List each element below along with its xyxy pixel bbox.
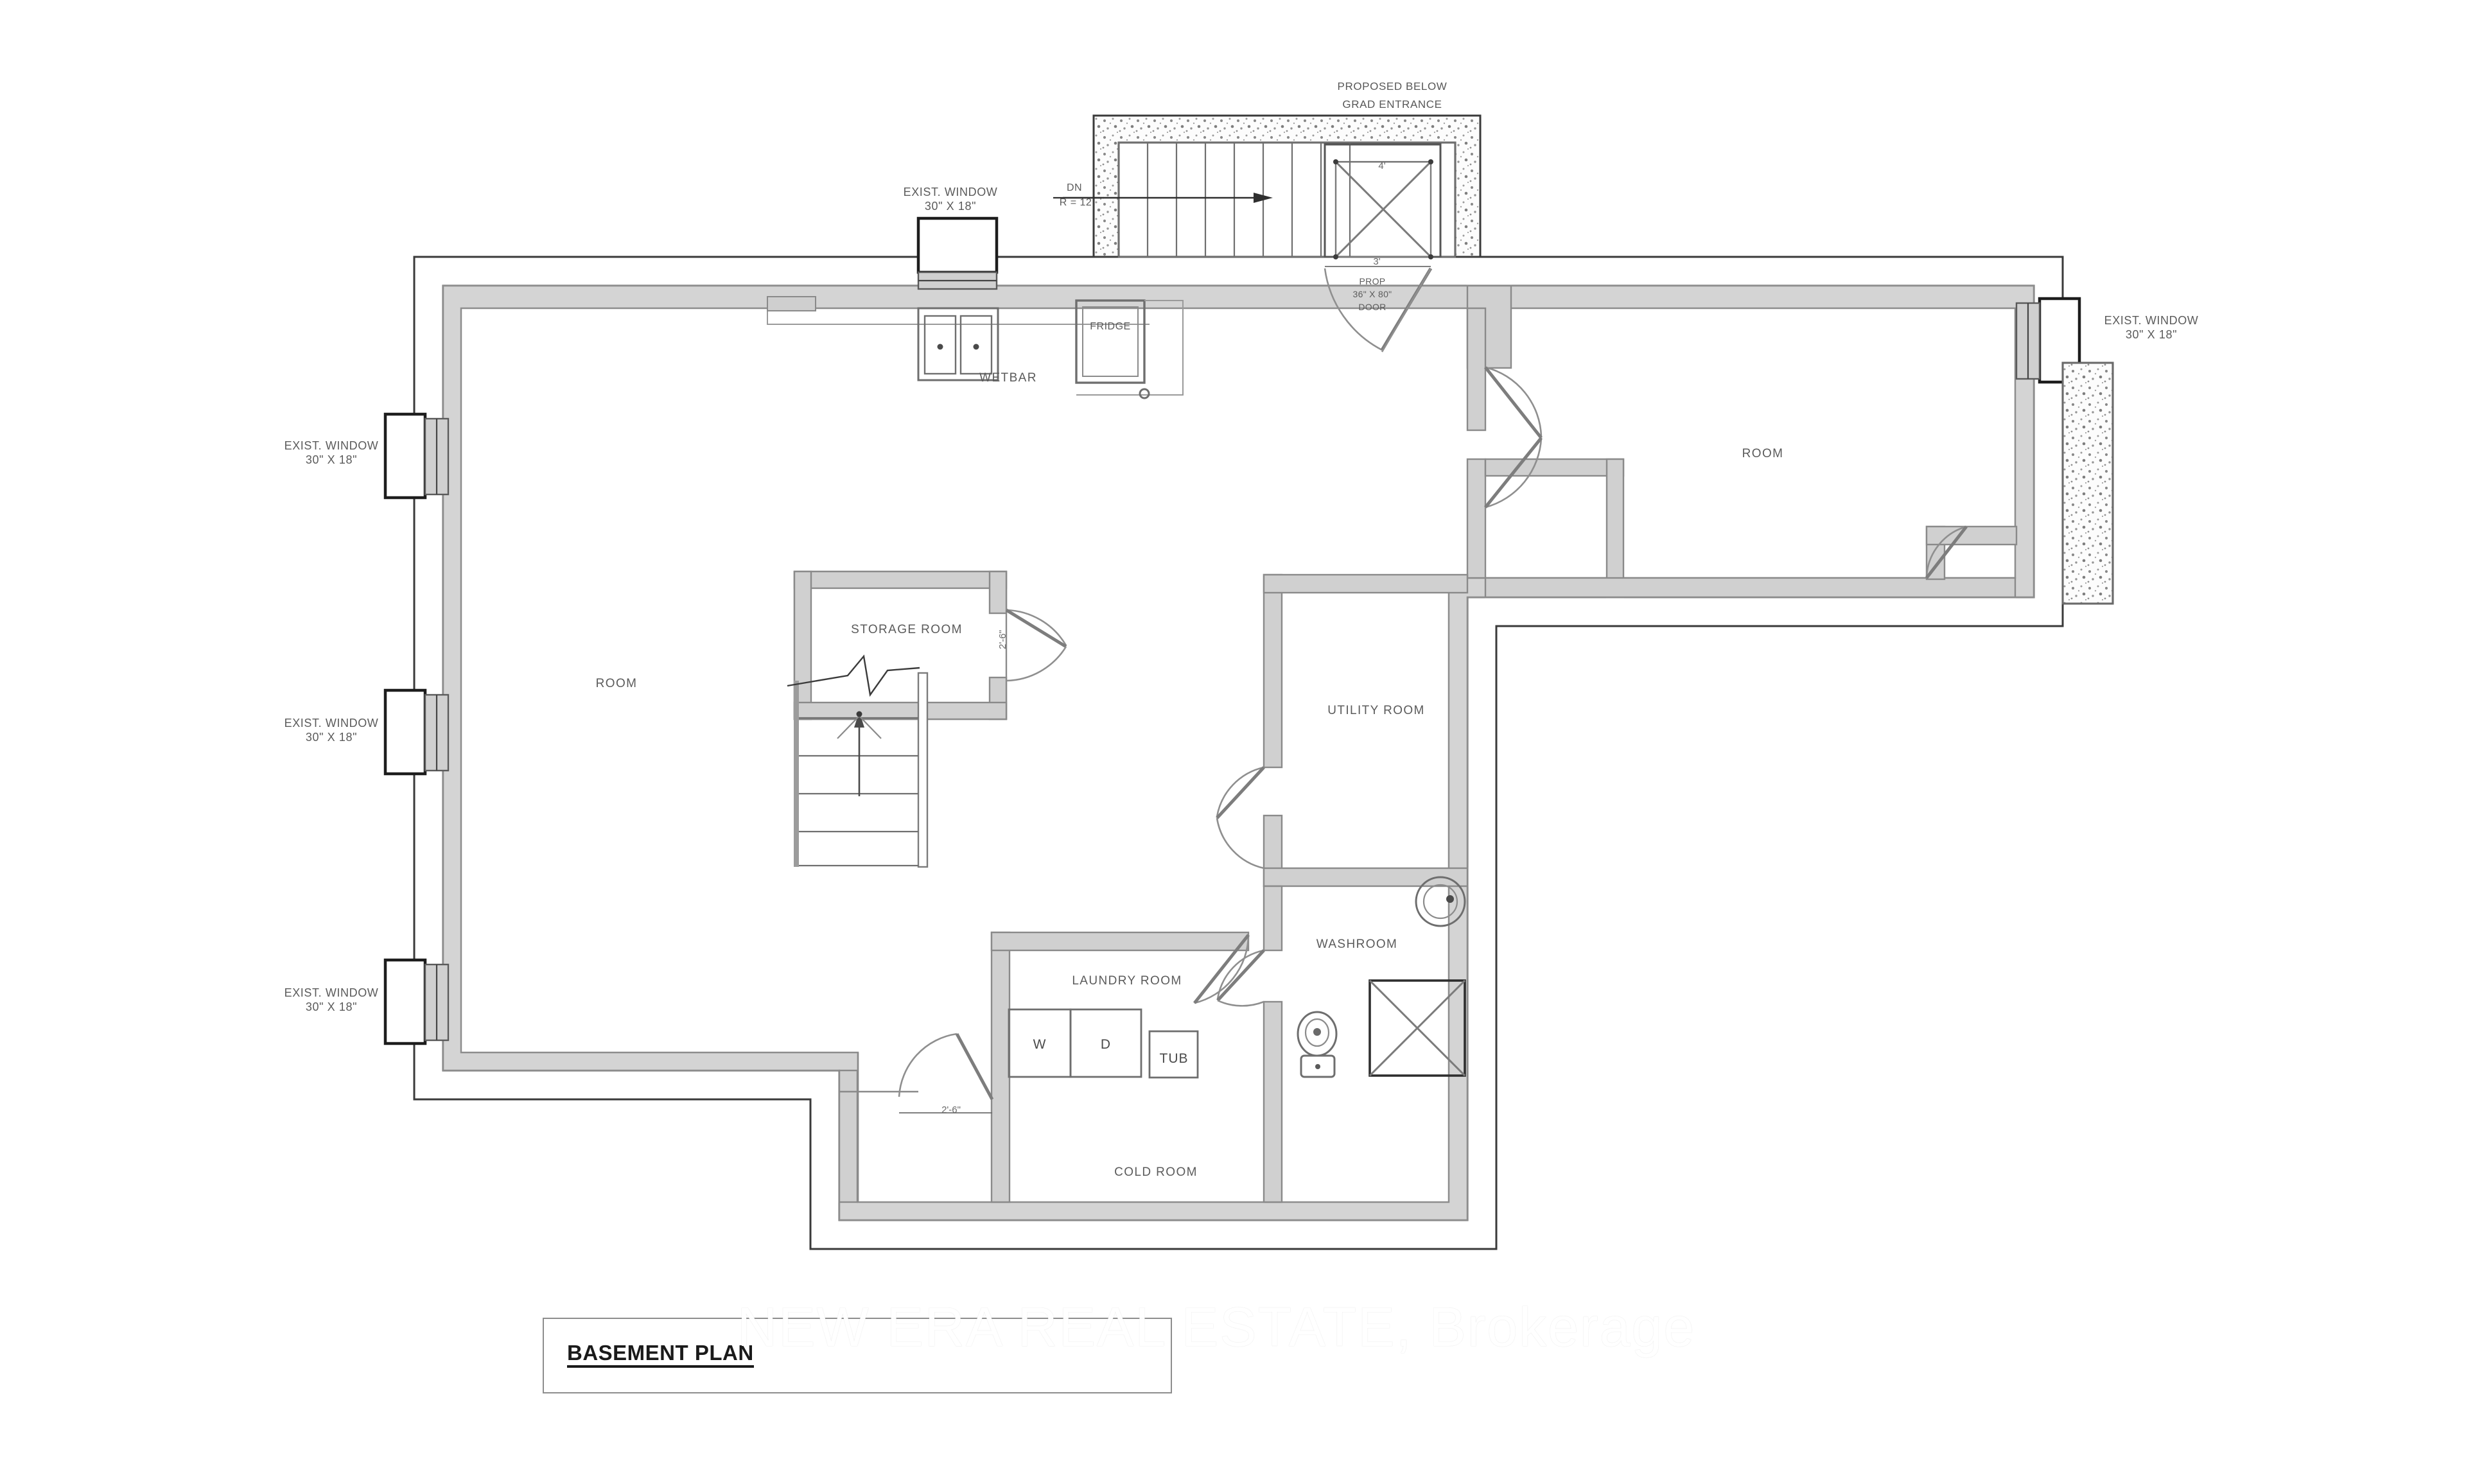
- appliance-label-tub: TUB: [1160, 1051, 1189, 1066]
- room-label-storage-room: STORAGE ROOM: [851, 623, 963, 636]
- right-wing-walls: [1466, 307, 2018, 598]
- annotation-entrance-line1: PROPOSED BELOW: [1338, 80, 1447, 92]
- storage-room-door: [1005, 608, 1067, 682]
- window-label-right-line2: 30" X 18": [2126, 328, 2177, 341]
- room-label-main-room: ROOM: [596, 677, 638, 690]
- washroom-walls: [1263, 885, 1283, 1203]
- annotation-entrance-line2: GRAD ENTRANCE: [1342, 98, 1442, 110]
- window-label-right-line1: EXIST. WINDOW: [2104, 314, 2199, 327]
- fridge-unit: [1075, 299, 1184, 399]
- room-label-utility-room: UTILITY ROOM: [1327, 704, 1425, 717]
- plan-text-labels: ROOM ROOM STORAGE ROOM UTILITY ROOM WASH…: [284, 80, 2199, 1179]
- window-label-top-line1: EXIST. WINDOW: [904, 186, 998, 198]
- storage-room-walls: [793, 570, 1008, 720]
- annotation-stair-riser: R = 12: [1060, 197, 1092, 208]
- room-label-cold-room: COLD ROOM: [1114, 1165, 1198, 1179]
- window-label-left3-line2: 30" X 18": [306, 1000, 357, 1013]
- right-wing-door-upper: [1484, 366, 1543, 439]
- washroom-toilet: [1297, 1011, 1338, 1078]
- room-label-right-room: ROOM: [1742, 447, 1784, 460]
- proposed-entrance-door: [1324, 266, 1433, 353]
- appliance-label-fridge: FRIDGE: [1090, 321, 1130, 332]
- window-left-3: [383, 958, 450, 1045]
- right-wing-door-lower: [1484, 437, 1543, 509]
- interior-stair: [787, 654, 929, 868]
- window-right: [2015, 297, 2081, 384]
- cold-room-door: [898, 1033, 994, 1113]
- below-grade-entrance: [1092, 114, 1482, 258]
- washroom-sink: [1415, 876, 1466, 927]
- dimension-landing-top: 4': [1378, 161, 1385, 171]
- washroom-shower: [1369, 979, 1466, 1077]
- interior-perimeter-wall: [442, 284, 2035, 1221]
- window-label-top-line2: 30" X 18": [925, 200, 976, 213]
- annotation-door-prop-2: 36" X 80": [1353, 289, 1392, 299]
- annotation-door-prop-1: PROP: [1360, 276, 1386, 286]
- appliance-label-washer: W: [1033, 1037, 1047, 1052]
- window-left-1: [383, 412, 450, 500]
- window-label-left1-line2: 30" X 18": [306, 453, 357, 466]
- wetbar-counter: [767, 296, 1150, 381]
- right-closet-door: [1925, 525, 1968, 579]
- laundry-appliances: [1008, 1008, 1199, 1079]
- dimension-door-head: 3': [1373, 256, 1380, 267]
- appliance-label-dryer: D: [1101, 1037, 1111, 1052]
- window-label-left2-line1: EXIST. WINDOW: [284, 717, 379, 729]
- room-label-washroom: WASHROOM: [1316, 938, 1398, 951]
- title-block: BASEMENT PLAN: [543, 1318, 1172, 1393]
- stair-direction-arrow: [1053, 193, 1273, 203]
- utility-room-door: [1216, 766, 1265, 869]
- foundation-outline: [413, 256, 2064, 1250]
- window-label-left3-line1: EXIST. WINDOW: [284, 986, 379, 999]
- utility-room-walls: [1263, 573, 1469, 887]
- entrance-landing: [1324, 143, 1442, 259]
- room-label-wetbar: WETBAR: [979, 371, 1037, 385]
- window-left-2: [383, 688, 450, 776]
- dimension-cold-door: 2'-6": [941, 1104, 961, 1115]
- window-label-left2-line2: 30" X 18": [306, 731, 357, 744]
- window-label-left1-line1: EXIST. WINDOW: [284, 439, 379, 452]
- right-exterior-recess: [2061, 362, 2114, 605]
- room-label-laundry-room: LAUNDRY ROOM: [1072, 974, 1182, 988]
- dimension-storage-door: 2'-6": [997, 630, 1008, 649]
- annotation-stair-dn: DN: [1067, 182, 1082, 193]
- laundry-room-walls: [990, 931, 1250, 1203]
- annotation-door-prop-3: DOOR: [1358, 302, 1386, 312]
- window-top: [916, 216, 999, 290]
- laundry-room-door: [1193, 934, 1250, 1004]
- page-title: BASEMENT PLAN: [567, 1342, 754, 1368]
